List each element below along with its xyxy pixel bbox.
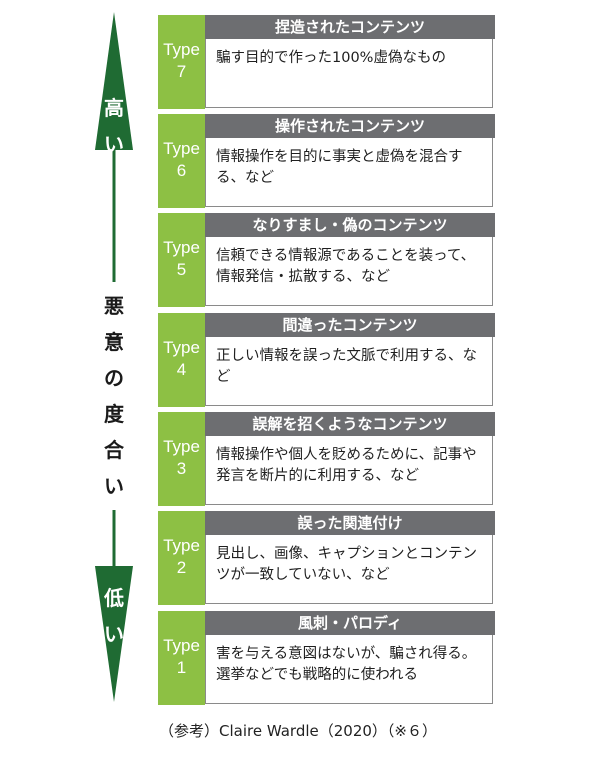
type-description: 信頼できる情報源であることを装って、情報発信・拡散する、など xyxy=(205,237,493,306)
type-description: 害を与える意図はないが、騙され得る。選挙などでも戦略的に使われる xyxy=(205,635,493,704)
type-row-2: Type 2 誤った関連付け 見出し、画像、キャプションとコンテンツが一致してい… xyxy=(158,511,495,605)
type-number: 6 xyxy=(176,161,187,180)
type-word: Type xyxy=(163,636,200,655)
type-word: Type xyxy=(163,139,200,158)
severity-scale: 高い 悪意の度合い 低い xyxy=(0,0,150,760)
type-number: 2 xyxy=(176,558,187,577)
scale-axis-label: 悪意の度合い xyxy=(96,282,132,510)
arrow-head-down xyxy=(95,566,133,702)
type-title: 誤解を招くようなコンテンツ xyxy=(205,412,495,436)
type-title: 風刺・パロディ xyxy=(205,611,495,635)
type-description: 正しい情報を誤った文脈で利用する、など xyxy=(205,337,493,406)
type-word: Type xyxy=(163,338,200,357)
type-badge: Type 4 xyxy=(158,313,205,407)
type-badge: Type 3 xyxy=(158,412,205,506)
type-word: Type xyxy=(163,40,200,59)
scale-high-label: 高い xyxy=(104,96,124,156)
scale-low-label: 低い xyxy=(104,586,124,646)
type-row-7: Type 7 捏造されたコンテンツ 騙す目的で作った100%虚偽なもの xyxy=(158,15,495,109)
type-title: 間違ったコンテンツ xyxy=(205,313,495,337)
type-word: Type xyxy=(163,536,200,555)
type-row-5: Type 5 なりすまし・偽のコンテンツ 信頼できる情報源であることを装って、情… xyxy=(158,213,495,307)
type-title: 操作されたコンテンツ xyxy=(205,114,495,138)
type-word: Type xyxy=(163,238,200,257)
type-title: 誤った関連付け xyxy=(205,511,495,535)
type-row-3: Type 3 誤解を招くようなコンテンツ 情報操作や個人を貶めるために、記事や発… xyxy=(158,412,495,506)
type-number: 3 xyxy=(176,459,187,478)
type-badge: Type 5 xyxy=(158,213,205,307)
type-number: 4 xyxy=(176,360,187,379)
type-title: なりすまし・偽のコンテンツ xyxy=(205,213,495,237)
type-row-4: Type 4 間違ったコンテンツ 正しい情報を誤った文脈で利用する、など xyxy=(158,313,495,407)
type-row-1: Type 1 風刺・パロディ 害を与える意図はないが、騙され得る。選挙などでも戦… xyxy=(158,611,495,705)
arrow-head-up xyxy=(95,12,133,150)
type-badge: Type 1 xyxy=(158,611,205,705)
type-description: 見出し、画像、キャプションとコンテンツが一致していない、など xyxy=(205,535,493,604)
type-description: 騙す目的で作った100%虚偽なもの xyxy=(205,39,493,108)
type-title: 捏造されたコンテンツ xyxy=(205,15,495,39)
type-badge: Type 6 xyxy=(158,114,205,208)
type-number: 7 xyxy=(176,62,187,81)
type-description: 情報操作や個人を貶めるために、記事や発言を断片的に利用する、など xyxy=(205,436,493,505)
type-row-6: Type 6 操作されたコンテンツ 情報操作を目的に事実と虚偽を混合する、など xyxy=(158,114,495,208)
type-word: Type xyxy=(163,437,200,456)
source-footnote: （参考）Claire Wardle（2020）（※６） xyxy=(159,722,437,740)
type-number: 5 xyxy=(176,260,187,279)
type-number: 1 xyxy=(176,658,187,677)
type-description: 情報操作を目的に事実と虚偽を混合する、など xyxy=(205,138,493,207)
type-badge: Type 2 xyxy=(158,511,205,605)
type-badge: Type 7 xyxy=(158,15,205,109)
